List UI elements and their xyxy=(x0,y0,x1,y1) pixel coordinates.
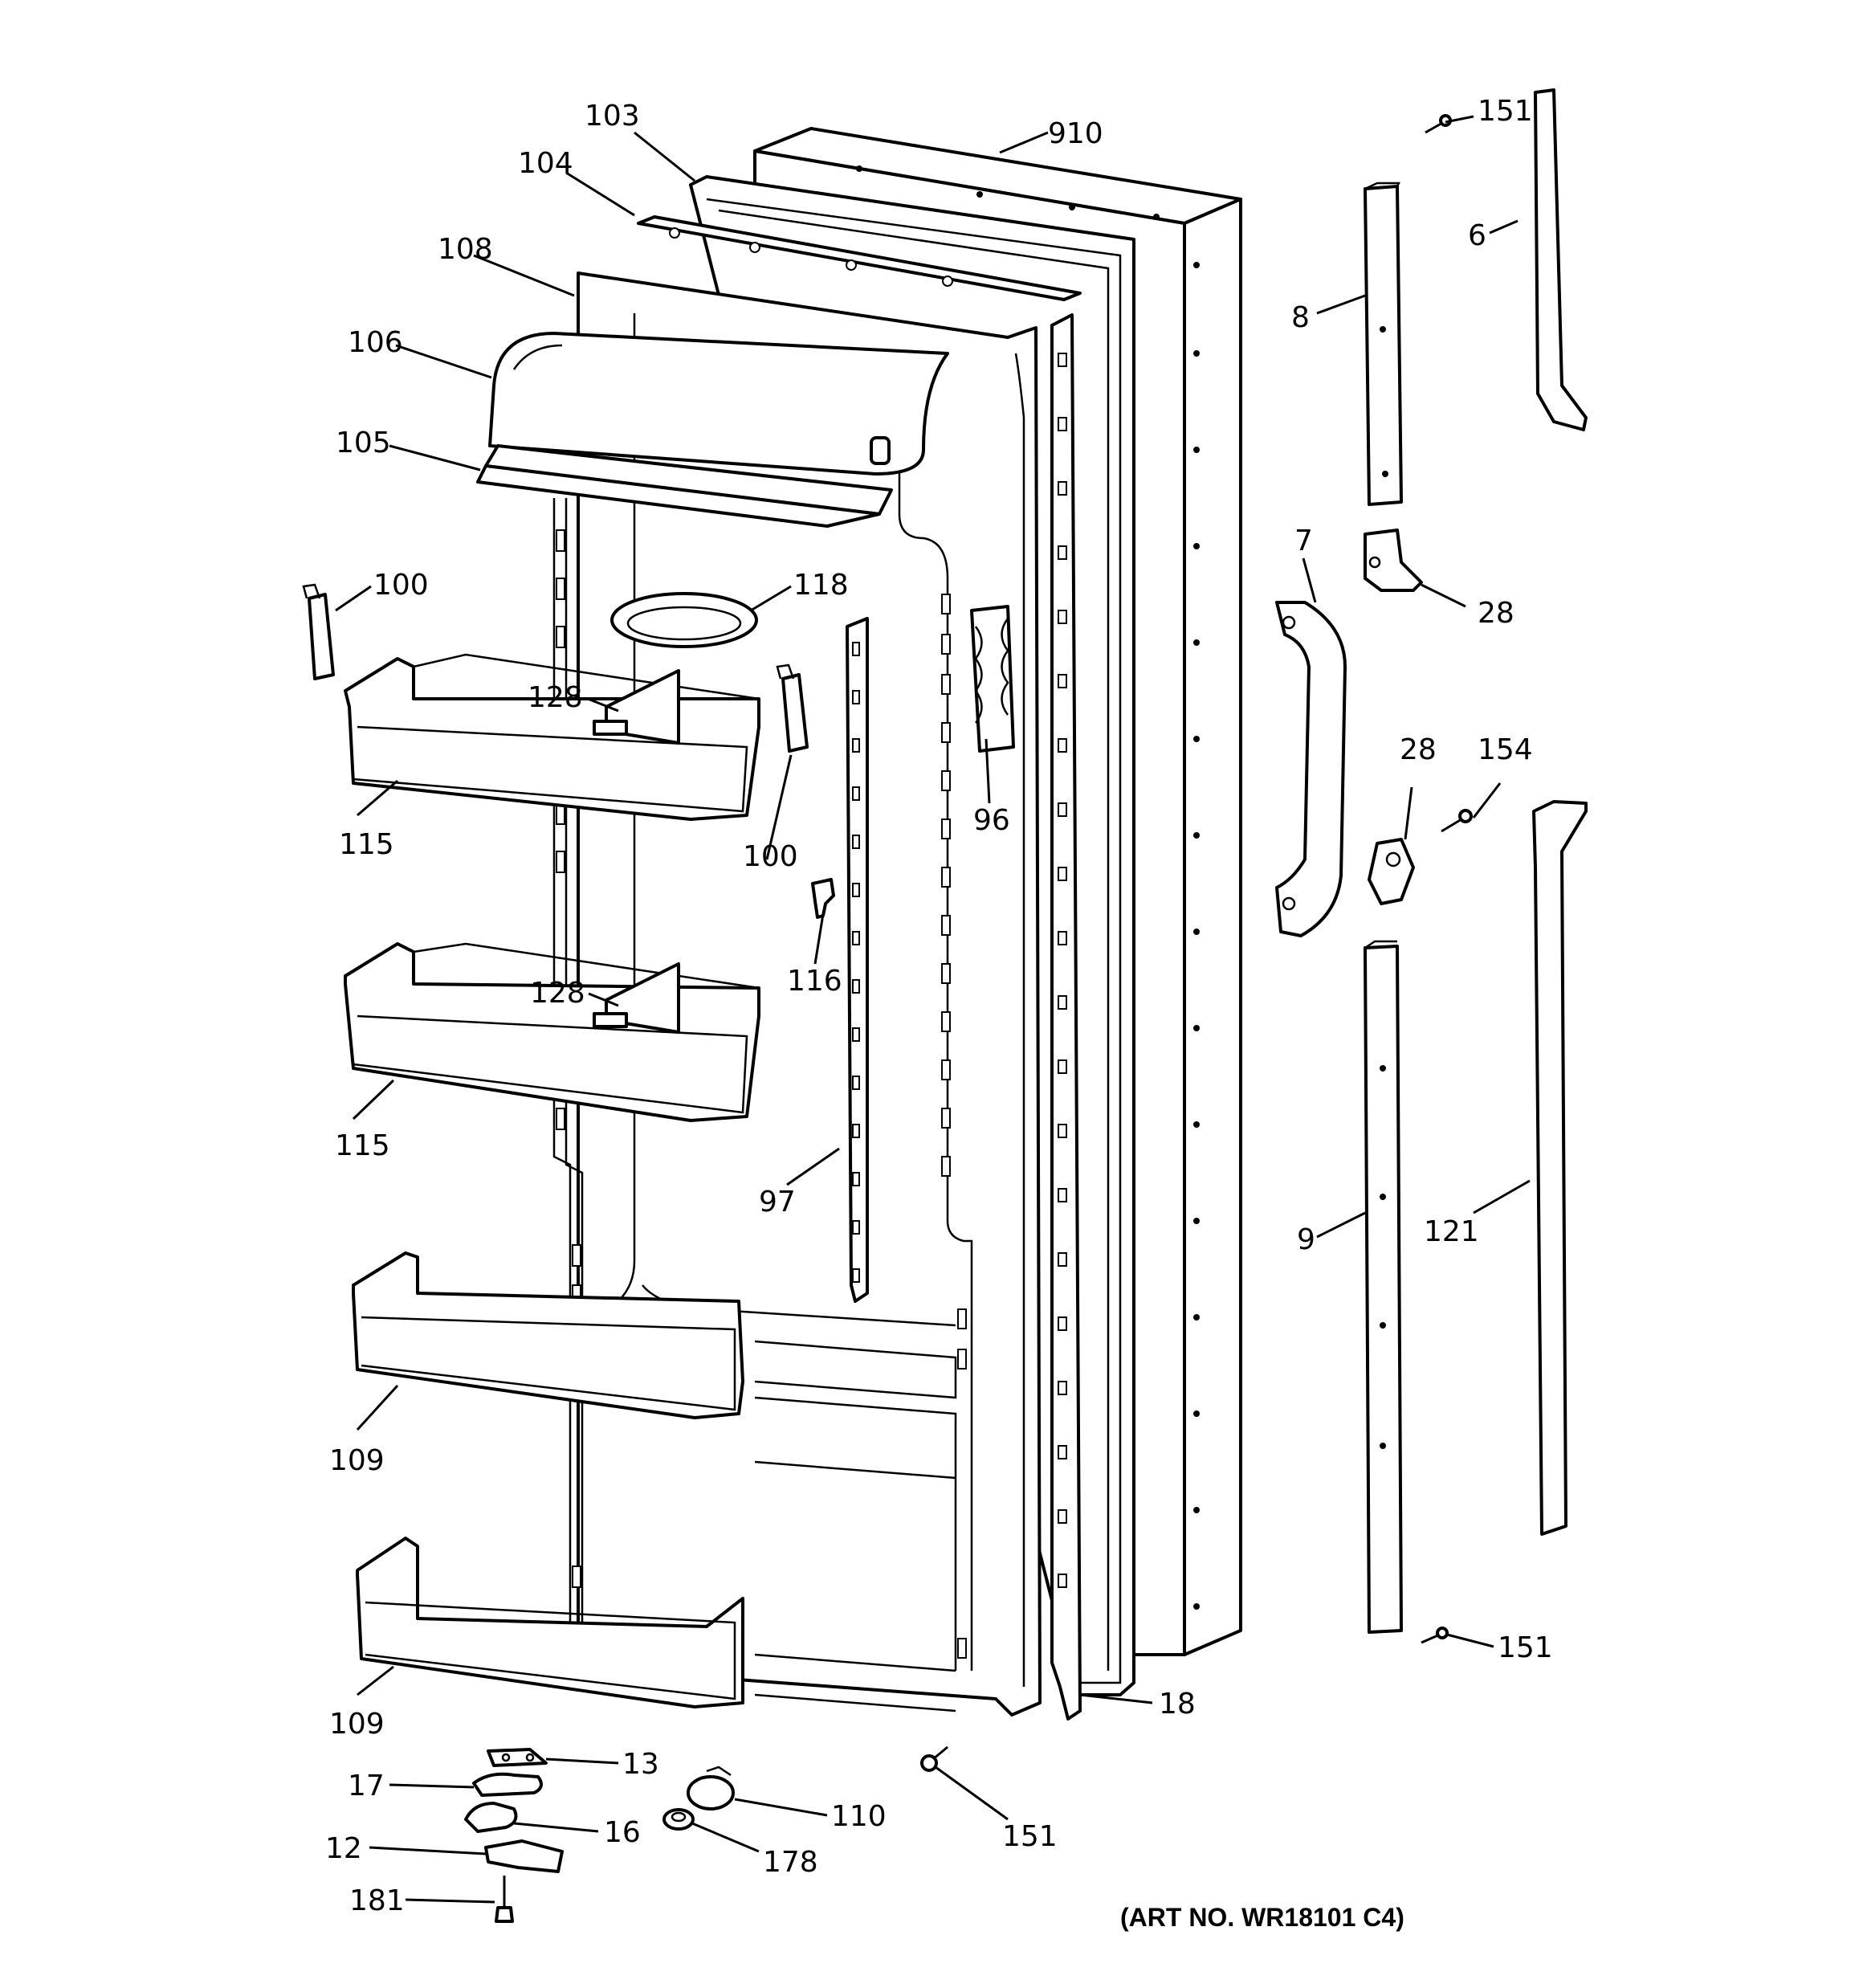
hinge-12 xyxy=(484,1839,564,1873)
callout-181: 181 xyxy=(349,1884,405,1917)
door-bin-109-lower xyxy=(356,1537,744,1708)
screw-151-bottom xyxy=(1421,1627,1449,1644)
callout-151-bottom: 151 xyxy=(1498,1631,1553,1664)
bin-ring-118 xyxy=(610,592,758,648)
handle-trim-6 xyxy=(1534,88,1588,431)
callout-8: 8 xyxy=(1291,301,1310,334)
door-bin-109-upper xyxy=(352,1251,744,1419)
callout-115-upper: 115 xyxy=(339,828,394,861)
callout-100-right: 100 xyxy=(743,840,798,873)
plug-116 xyxy=(811,878,835,919)
hinge-shim-17 xyxy=(472,1772,543,1797)
callout-13: 13 xyxy=(622,1748,659,1781)
callout-labels: 103 910 104 108 106 105 100 118 128 115 … xyxy=(325,95,1553,1917)
handle-bracket-28-upper xyxy=(1364,529,1423,592)
callout-16: 16 xyxy=(604,1816,641,1849)
callout-18: 18 xyxy=(1159,1688,1196,1721)
vertical-strip-97 xyxy=(846,617,869,1303)
hinge-16 xyxy=(464,1802,518,1833)
callout-128-upper: 128 xyxy=(528,681,583,714)
callout-105: 105 xyxy=(336,427,391,459)
handle-mount-9 xyxy=(1364,940,1403,1634)
callout-178: 178 xyxy=(763,1846,818,1879)
leader-lines xyxy=(335,115,1531,1904)
callout-103: 103 xyxy=(585,100,640,133)
callout-28-upper: 28 xyxy=(1478,597,1514,630)
shelf-bracket-100-right xyxy=(776,663,809,753)
handle-trim-121 xyxy=(1532,800,1588,1536)
screw-154 xyxy=(1441,809,1473,833)
callout-106: 106 xyxy=(348,326,403,359)
callout-910: 910 xyxy=(1048,117,1103,150)
callout-118: 118 xyxy=(793,569,849,602)
bushing-178 xyxy=(662,1808,695,1831)
callout-109-upper: 109 xyxy=(329,1444,385,1477)
handle-bracket-28-lower xyxy=(1368,838,1415,905)
dairy-rail-105 xyxy=(476,444,893,528)
callout-154: 154 xyxy=(1478,733,1533,766)
callout-116: 116 xyxy=(787,965,842,998)
callout-110: 110 xyxy=(831,1800,887,1833)
callout-108: 108 xyxy=(438,233,493,266)
art-number: (ART NO. WR18101 C4) xyxy=(1120,1903,1404,1932)
callout-151-top: 151 xyxy=(1478,95,1533,128)
screw-151-center xyxy=(920,1745,948,1772)
callout-115-lower: 115 xyxy=(335,1129,390,1162)
callout-12: 12 xyxy=(325,1832,362,1865)
door-handle-7 xyxy=(1275,601,1347,937)
callout-109-lower: 109 xyxy=(329,1708,385,1741)
outer-door-panel-910 xyxy=(753,127,1242,1656)
callout-100-left: 100 xyxy=(373,569,429,602)
shelf-bracket-100-left xyxy=(302,583,335,680)
door-bin-115-upper xyxy=(344,653,760,821)
callout-7: 7 xyxy=(1294,525,1313,557)
top-bracket-104 xyxy=(637,215,1082,301)
door-bin-115-lower xyxy=(344,942,760,1122)
door-strip-18 xyxy=(1050,313,1082,1721)
callout-28-lower: 28 xyxy=(1400,733,1437,766)
dairy-door-106 xyxy=(488,332,949,476)
screw-151-top xyxy=(1425,114,1452,134)
callout-128-lower: 128 xyxy=(530,977,585,1010)
callout-151-center: 151 xyxy=(1002,1820,1058,1853)
callout-17: 17 xyxy=(348,1770,385,1802)
hinge-strip-96 xyxy=(970,605,1015,753)
callout-96: 96 xyxy=(973,804,1010,837)
callout-104: 104 xyxy=(518,147,573,180)
callout-9: 9 xyxy=(1297,1223,1315,1256)
hinge-plate-13 xyxy=(487,1748,548,1767)
callout-97: 97 xyxy=(759,1186,796,1219)
callout-121: 121 xyxy=(1424,1215,1479,1248)
callout-6: 6 xyxy=(1468,219,1486,252)
cap-110 xyxy=(687,1766,735,1810)
bolt-181 xyxy=(495,1876,514,1923)
handle-mount-8 xyxy=(1364,182,1403,506)
